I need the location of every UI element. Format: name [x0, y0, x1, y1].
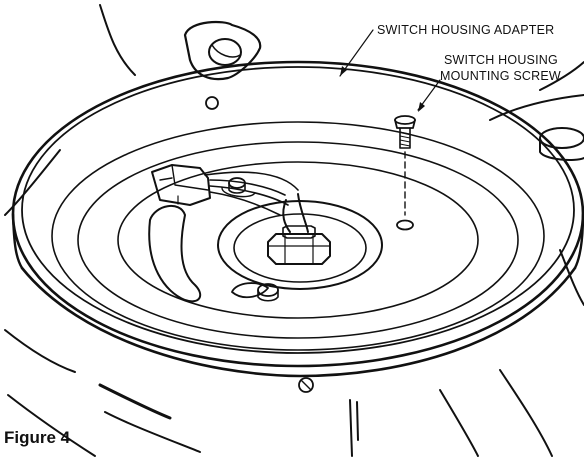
housing-post — [489, 94, 584, 161]
wire-slot — [148, 205, 202, 303]
mounting-screw — [394, 115, 416, 149]
label-screw-line2: MOUNTING SCREW — [440, 69, 561, 83]
wire-connector — [151, 164, 299, 216]
bottom-screw — [298, 377, 314, 393]
figure-caption: Figure 4 — [4, 428, 71, 447]
ground-screw-lower — [231, 282, 279, 302]
label-switch-housing-adapter: SWITCH HOUSING ADAPTER — [377, 23, 554, 37]
adapter-leader-line — [339, 29, 374, 77]
motor-housing-background — [4, 4, 584, 457]
blade-bracket-knob — [183, 20, 262, 81]
center-mounting-plate — [217, 200, 383, 290]
center-pipe-nut — [267, 193, 331, 265]
label-screw-line1: SWITCH HOUSING — [444, 53, 558, 67]
ground-screw-upper — [221, 177, 256, 198]
switch-housing-adapter — [11, 60, 584, 378]
screw-hole — [396, 219, 414, 231]
